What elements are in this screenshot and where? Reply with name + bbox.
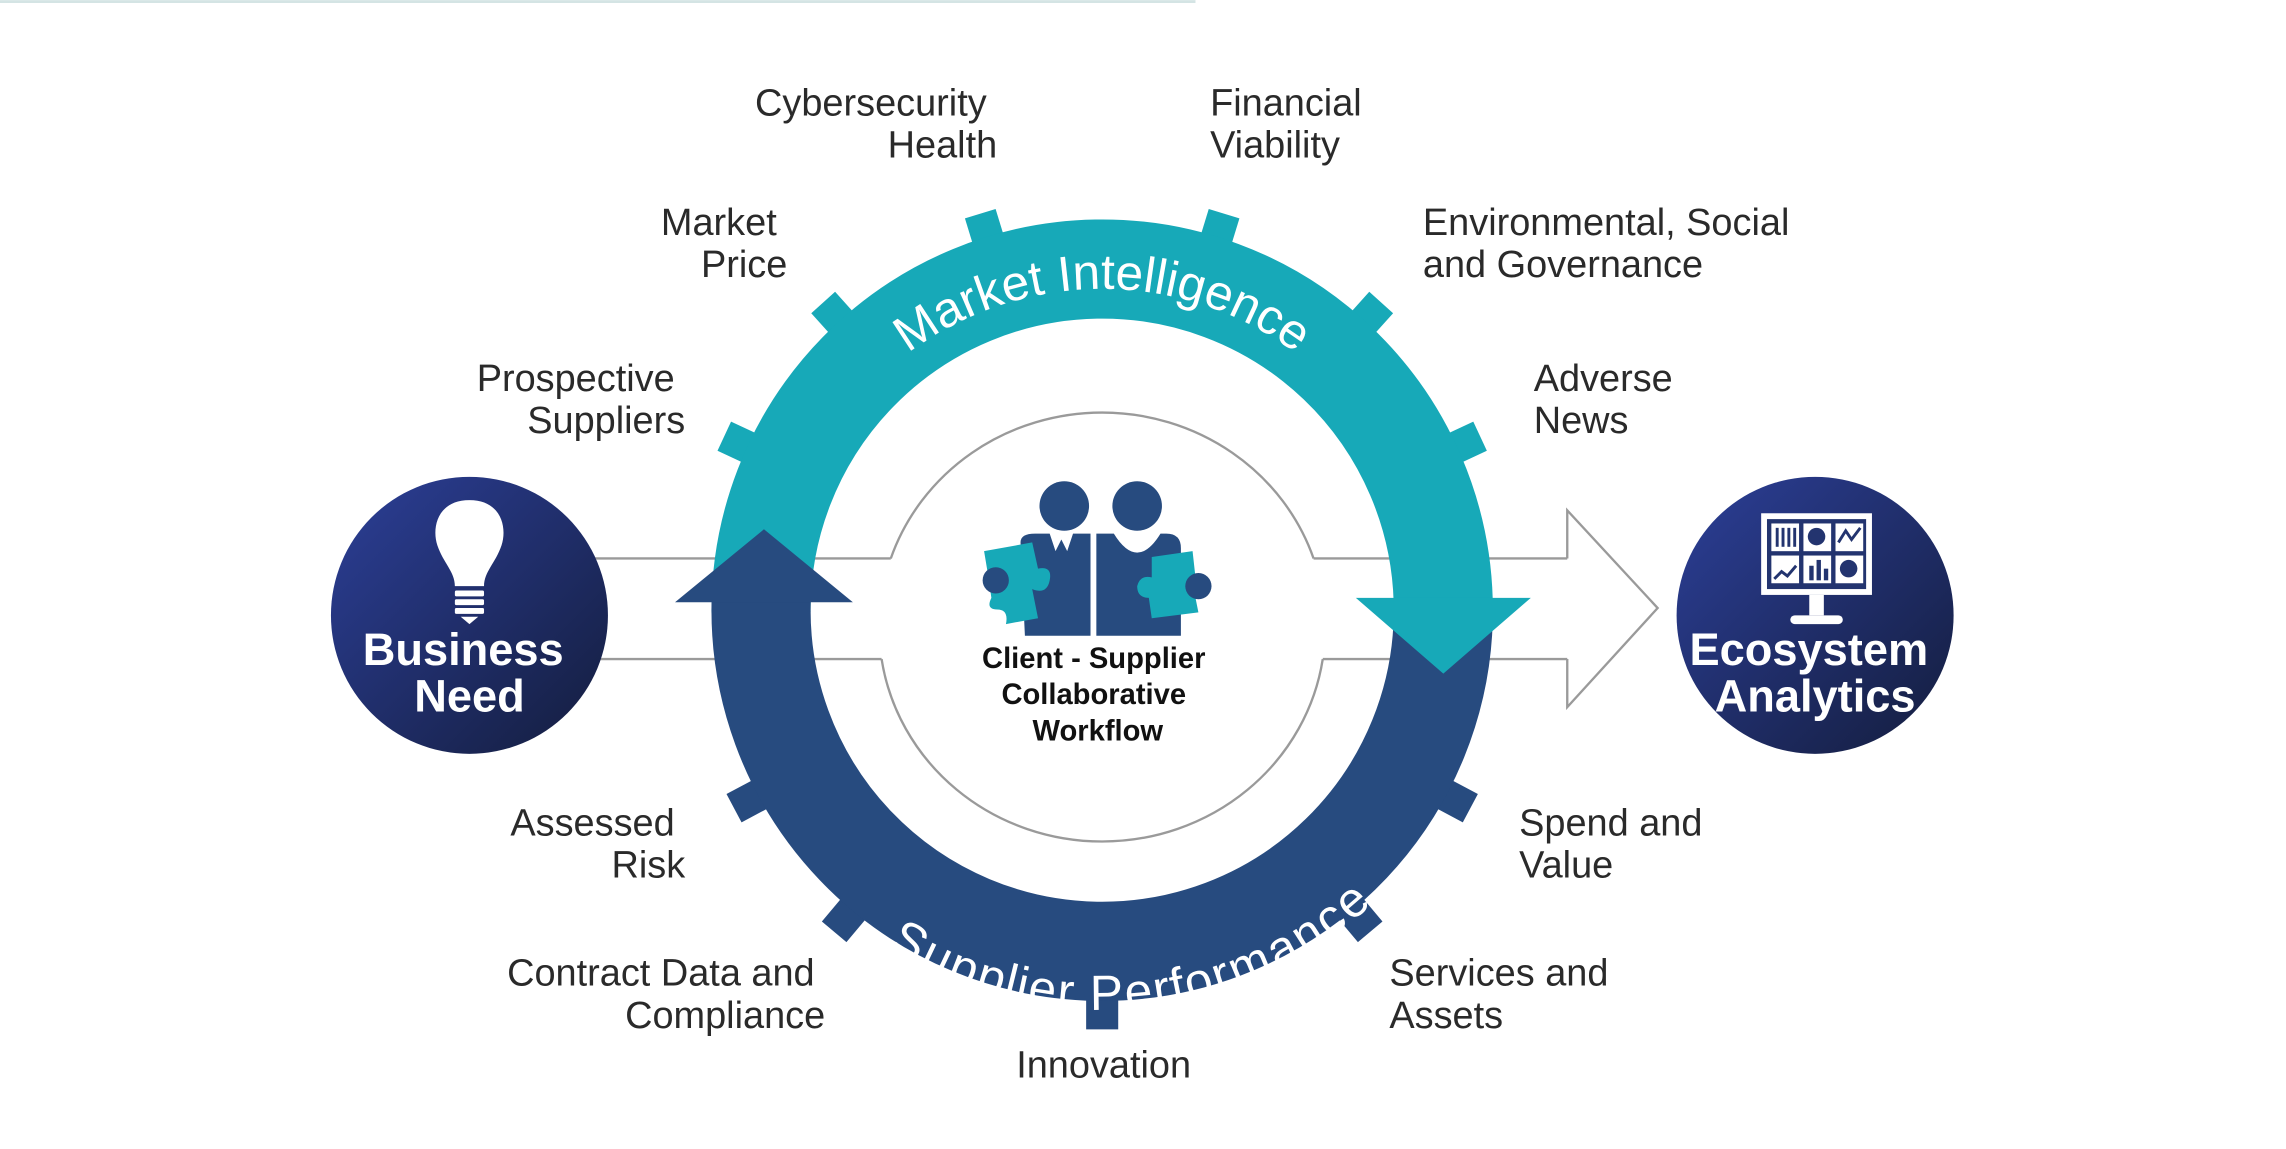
label-financial-viability: Financial Viability bbox=[1210, 82, 1372, 166]
business-need-line2: Need bbox=[414, 671, 524, 722]
label-contract-data-compliance: Contract Data and Compliance bbox=[507, 953, 825, 1037]
dashboard-monitor-icon bbox=[1761, 513, 1872, 625]
label-adverse-news: Adverse News bbox=[1534, 358, 1684, 442]
business-need-node: Business Need bbox=[330, 476, 608, 754]
label-cybersecurity-health: Cybersecurity Health bbox=[755, 82, 997, 166]
collaborating-people-puzzle-icon bbox=[982, 481, 1212, 636]
svg-text:Business Need: Business Need bbox=[363, 624, 576, 722]
business-need-line1: Business bbox=[363, 624, 564, 675]
label-spend-and-value: Spend and Value bbox=[1519, 802, 1713, 886]
svg-text:Ecosystem Analytics: Ecosystem Analytics bbox=[1690, 624, 1941, 722]
supplier-performance-ring bbox=[711, 599, 1493, 1001]
ecosystem-analytics-line1: Ecosystem bbox=[1690, 624, 1929, 675]
center-title: Client - Supplier Collaborative Workflow bbox=[982, 643, 1214, 748]
label-esg: Environmental, Social and Governance bbox=[1423, 202, 1800, 286]
lightbulb-icon bbox=[435, 500, 504, 625]
label-assessed-risk: Assessed Risk bbox=[510, 802, 685, 886]
ecosystem-analytics-node: Ecosystem Analytics bbox=[1676, 476, 1954, 754]
ecosystem-analytics-line2: Analytics bbox=[1715, 671, 1916, 722]
label-market-price: Market Price bbox=[661, 202, 787, 286]
down-arrowhead bbox=[1355, 597, 1531, 674]
market-intelligence-ring bbox=[711, 219, 1493, 613]
label-prospective-suppliers: Prospective Suppliers bbox=[477, 358, 685, 442]
up-arrowhead bbox=[675, 529, 853, 603]
label-innovation: Innovation bbox=[1016, 1044, 1191, 1086]
label-services-and-assets: Services and Assets bbox=[1389, 953, 1619, 1037]
